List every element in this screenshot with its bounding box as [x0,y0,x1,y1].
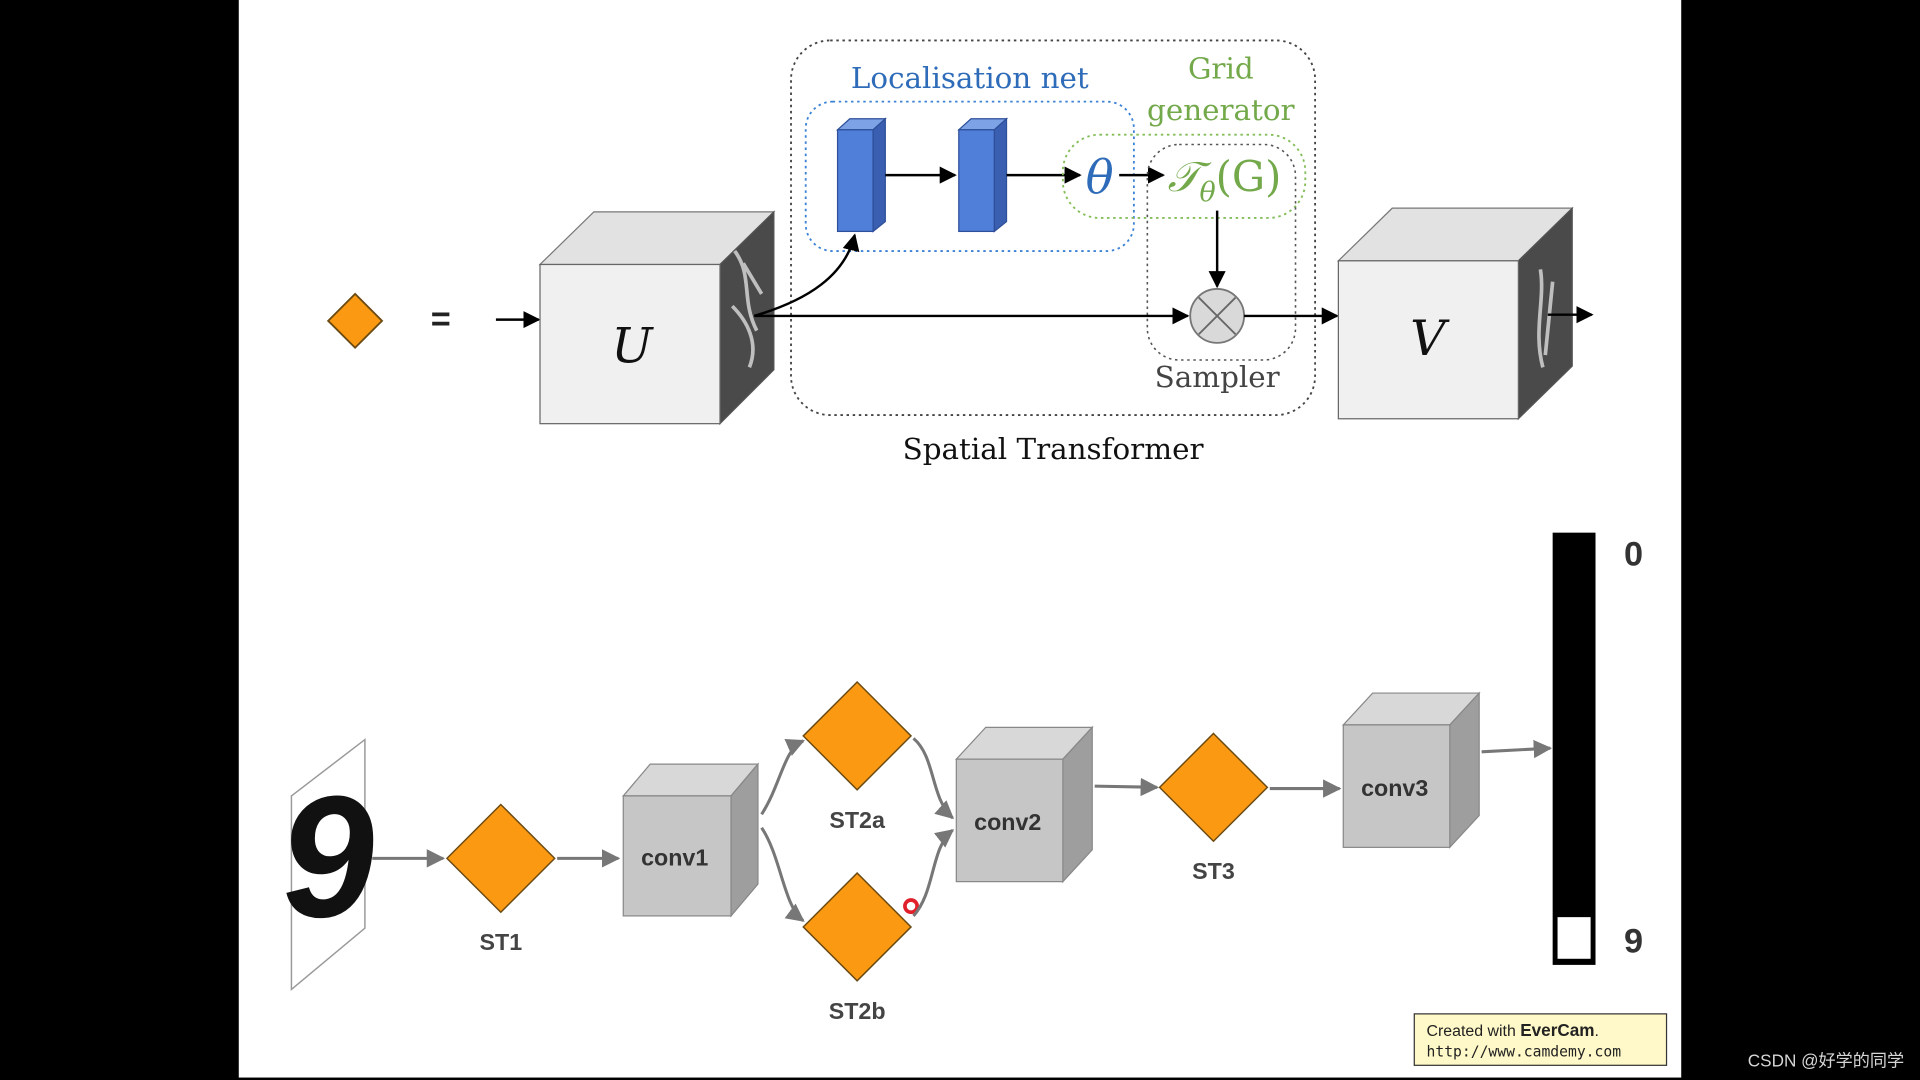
st2b-diamond-icon [802,872,913,982]
localisation-net-boundary [804,100,1135,252]
localisation-net-label: Localisation net [851,61,1089,95]
conv1-to-st2a-arrow [760,739,805,816]
equals-sign: = [431,301,451,339]
conv1-to-st2b-arrow [760,826,805,923]
st2a-label: ST2a [829,807,886,833]
watermark-period: . [1595,1023,1599,1040]
spatial-transformer-caption: Spatial Transformer [903,432,1205,466]
conv3-to-output-arrow [1481,739,1553,759]
st2b-to-conv2-arrow [912,828,955,917]
cube-label-u: U [611,317,654,374]
st2a-to-conv2-arrow [912,737,955,820]
watermark-line-1: Created with EverCam. [1427,1020,1599,1040]
st2a-diamond-icon [802,681,913,791]
cube-front-face [955,758,1064,883]
sampler-boundary [1146,143,1297,361]
evercam-watermark: Created with EverCam. http://www.camdemy… [1413,1013,1668,1066]
st2b-label: ST2b [829,998,886,1024]
spatial-transformer-diagram: = U Localisation net θ [326,39,1594,466]
st1-label: ST1 [479,929,522,955]
grid-function-subscript: θ [1199,177,1215,208]
conv2-label: conv2 [974,809,1041,835]
conv3-block: conv3 [1341,691,1481,849]
input-cube-u: U [538,210,776,426]
grid-function: 𝒯θ(G) [1168,152,1282,208]
st1-diamond-icon [445,803,556,914]
output-label-bottom: 9 [1624,923,1643,961]
grid-function-args: (G) [1216,152,1282,201]
sampler-multiply-icon [1189,288,1245,344]
conv2-to-st3-arrow [1094,777,1159,797]
st-diamond-icon [326,292,384,350]
input-digit-card: 9 [273,738,382,991]
input-digit: 9 [273,759,381,956]
output-label-top: 0 [1624,536,1643,574]
st3-label: ST3 [1192,858,1235,884]
layer-front-face [836,129,874,233]
cube-front-face [1337,260,1519,420]
conv3-label: conv3 [1361,775,1428,801]
layer-side-face [993,117,1008,233]
cube-label-v: V [1410,310,1450,367]
cube-front-face [539,263,721,425]
cube-front-face [1342,724,1451,848]
watermark-brand: EverCam [1520,1020,1594,1040]
sampler-cross-line [1198,296,1237,335]
feature-map-texture [730,249,764,369]
cube-front-face [622,795,732,917]
output-cube-v: V [1336,206,1574,421]
grid-generator-label-line2: generator [1147,93,1296,127]
localisation-layer-1 [835,117,887,233]
mouse-cursor-indicator [903,898,919,915]
feature-map-texture [1537,269,1555,368]
output-bar-body [1552,532,1596,965]
u-to-localisation-arrow [753,233,860,318]
sampler-label: Sampler [1155,360,1281,394]
watermark-prefix: Created with [1427,1023,1521,1040]
csdn-watermark: CSDN @好学的同学 [1748,1051,1904,1071]
conv1-label: conv1 [641,845,708,871]
grid-generator-label-line1: Grid [1188,51,1254,85]
network-diagram: 9 ST1 conv1 ST2a ST2b [273,532,1643,1024]
conv2-block: conv2 [954,725,1094,884]
st3-diamond-icon [1158,732,1269,843]
layer-front-face [958,129,995,233]
localisation-layer-2 [957,117,1009,233]
theta-symbol: θ [1086,150,1114,204]
output-bar-highlight [1557,917,1591,959]
output-probability-bar: 0 9 [1552,532,1643,965]
conv1-block: conv1 [621,762,760,918]
digit-card-frame [290,738,366,991]
layer-side-face [872,117,886,233]
watermark-url: http://www.camdemy.com [1427,1044,1622,1061]
watermark-box [1413,1013,1668,1066]
